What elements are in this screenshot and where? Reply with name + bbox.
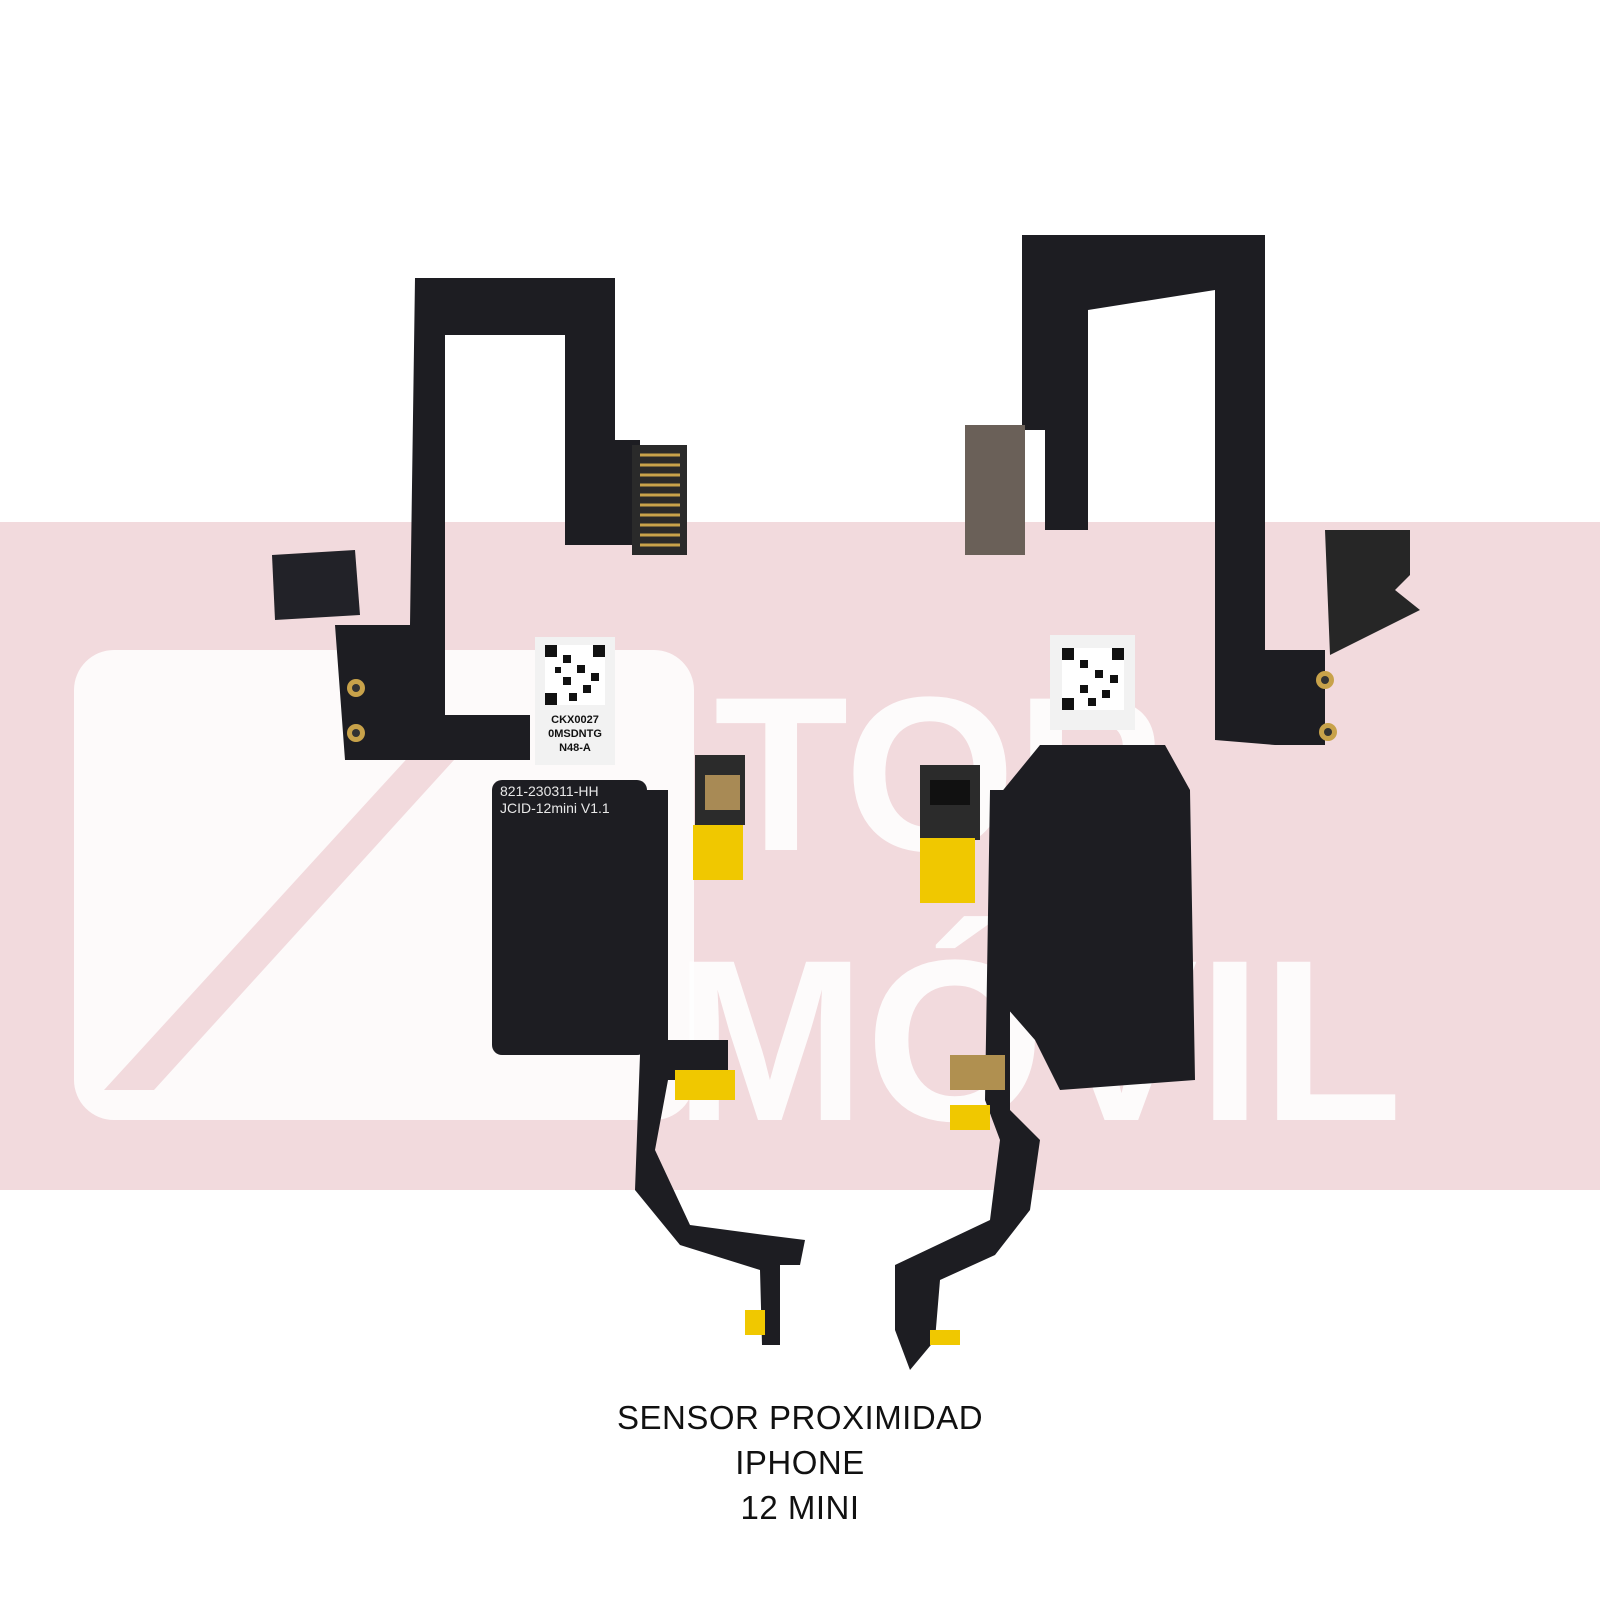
flex-cable-right <box>895 235 1420 1370</box>
label-line-2: 0MSDNTG <box>548 728 602 740</box>
print-line-1: 821-230311-HH <box>500 783 599 799</box>
caption-line-3: 12 MINI <box>740 1489 860 1526</box>
caption-line-1: SENSOR PROXIMIDAD <box>616 1399 984 1436</box>
board-connector <box>632 445 687 555</box>
label-line-1: CKX0027 <box>551 714 599 726</box>
label-line-3: N48-A <box>559 742 591 754</box>
qr-code <box>545 645 605 705</box>
caption: SENSOR PROXIMIDAD IPHONE 12 MINI <box>0 1395 1600 1530</box>
qr-code-right <box>1062 648 1124 710</box>
flex-cable-left: CKX0027 0MSDNTG N48-A 821-230311-HH JCID… <box>272 278 805 1345</box>
caption-line-2: IPHONE <box>735 1444 865 1481</box>
metal-plate <box>965 425 1025 555</box>
print-line-2: JCID-12mini V1.1 <box>500 800 610 816</box>
